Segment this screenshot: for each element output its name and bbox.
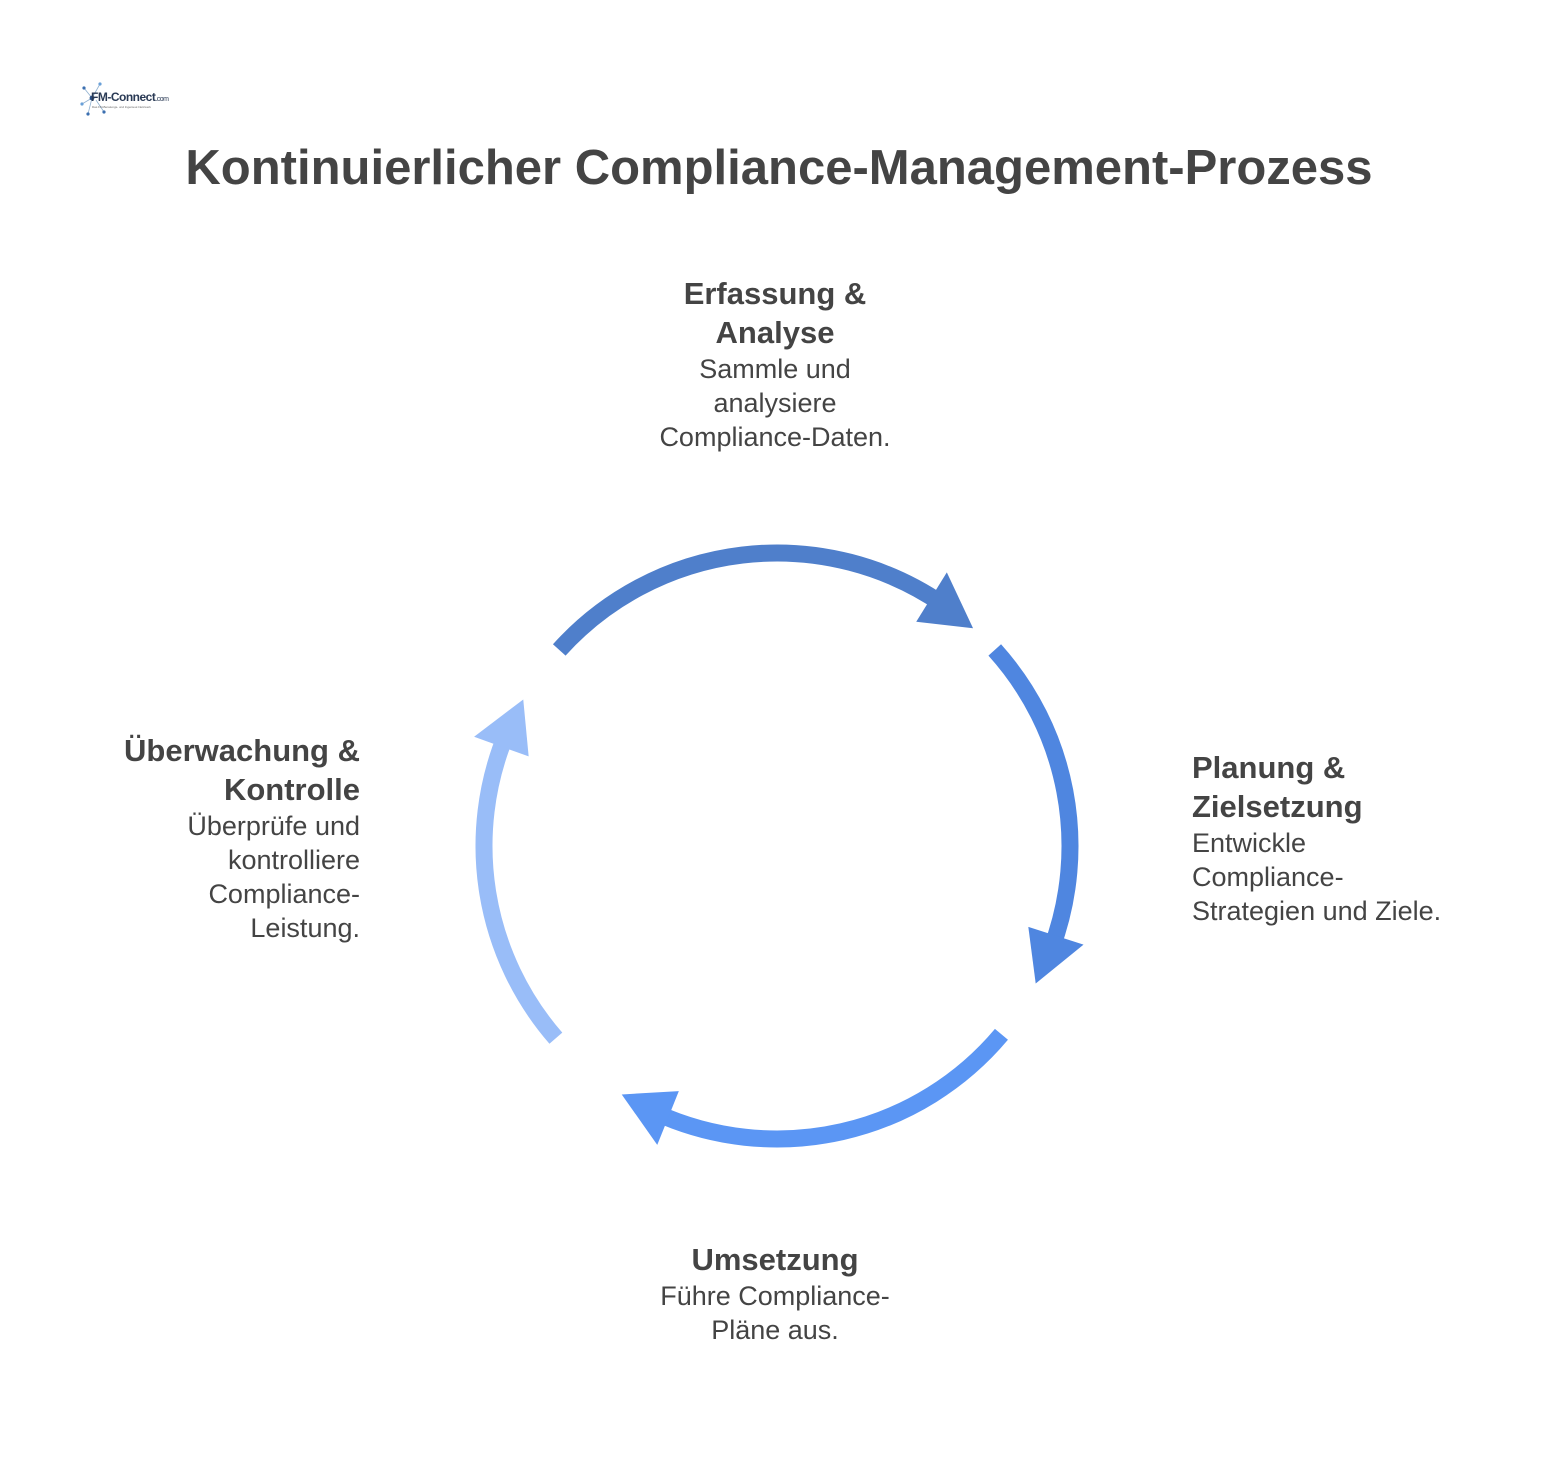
arrow-left-head (474, 699, 529, 757)
logo: FM-Connect.com Das FM-Beratungs- und Ing… (78, 80, 169, 120)
step-description: Führe Compliance- Pläne aus. (660, 1281, 890, 1345)
page-title: Kontinuierlicher Compliance-Management-P… (185, 141, 1373, 195)
arrow-top-head (916, 572, 974, 629)
step-planung-zielsetzung: Planung & Zielsetzung Entwickle Complian… (1192, 748, 1502, 928)
step-ueberwachung-kontrolle: Überwachung & Kontrolle Überprüfe und ko… (60, 731, 360, 945)
arrow-right-shaft (988, 644, 1079, 951)
arrow-top-shaft (552, 544, 948, 656)
logo-tagline: Das FM-Beratungs- und Ingenieur-Netzwerk (92, 105, 151, 109)
step-title: Umsetzung (691, 1242, 859, 1277)
step-description: Entwickle Compliance- Strategien und Zie… (1192, 828, 1442, 926)
step-title: Erfassung & Analyse (683, 276, 867, 350)
step-description: Sammle und analysiere Compliance-Daten. (659, 354, 891, 452)
step-description: Überprüfe und kontrolliere Compliance- L… (187, 811, 360, 943)
step-erfassung-analyse: Erfassung & Analyse Sammle und analysier… (620, 274, 930, 454)
step-title: Überwachung & Kontrolle (124, 733, 360, 807)
logo-wordmark: FM-Connect.com (91, 90, 169, 104)
arrow-bottom-head (621, 1091, 679, 1145)
arrow-left-shaft (475, 731, 563, 1044)
step-title: Planung & Zielsetzung (1192, 750, 1363, 824)
logo-network-icon (80, 82, 106, 116)
arrow-bottom-shaft (652, 1028, 1008, 1148)
arrow-right-head (1028, 926, 1084, 984)
step-umsetzung: Umsetzung Führe Compliance- Pläne aus. (620, 1240, 930, 1347)
